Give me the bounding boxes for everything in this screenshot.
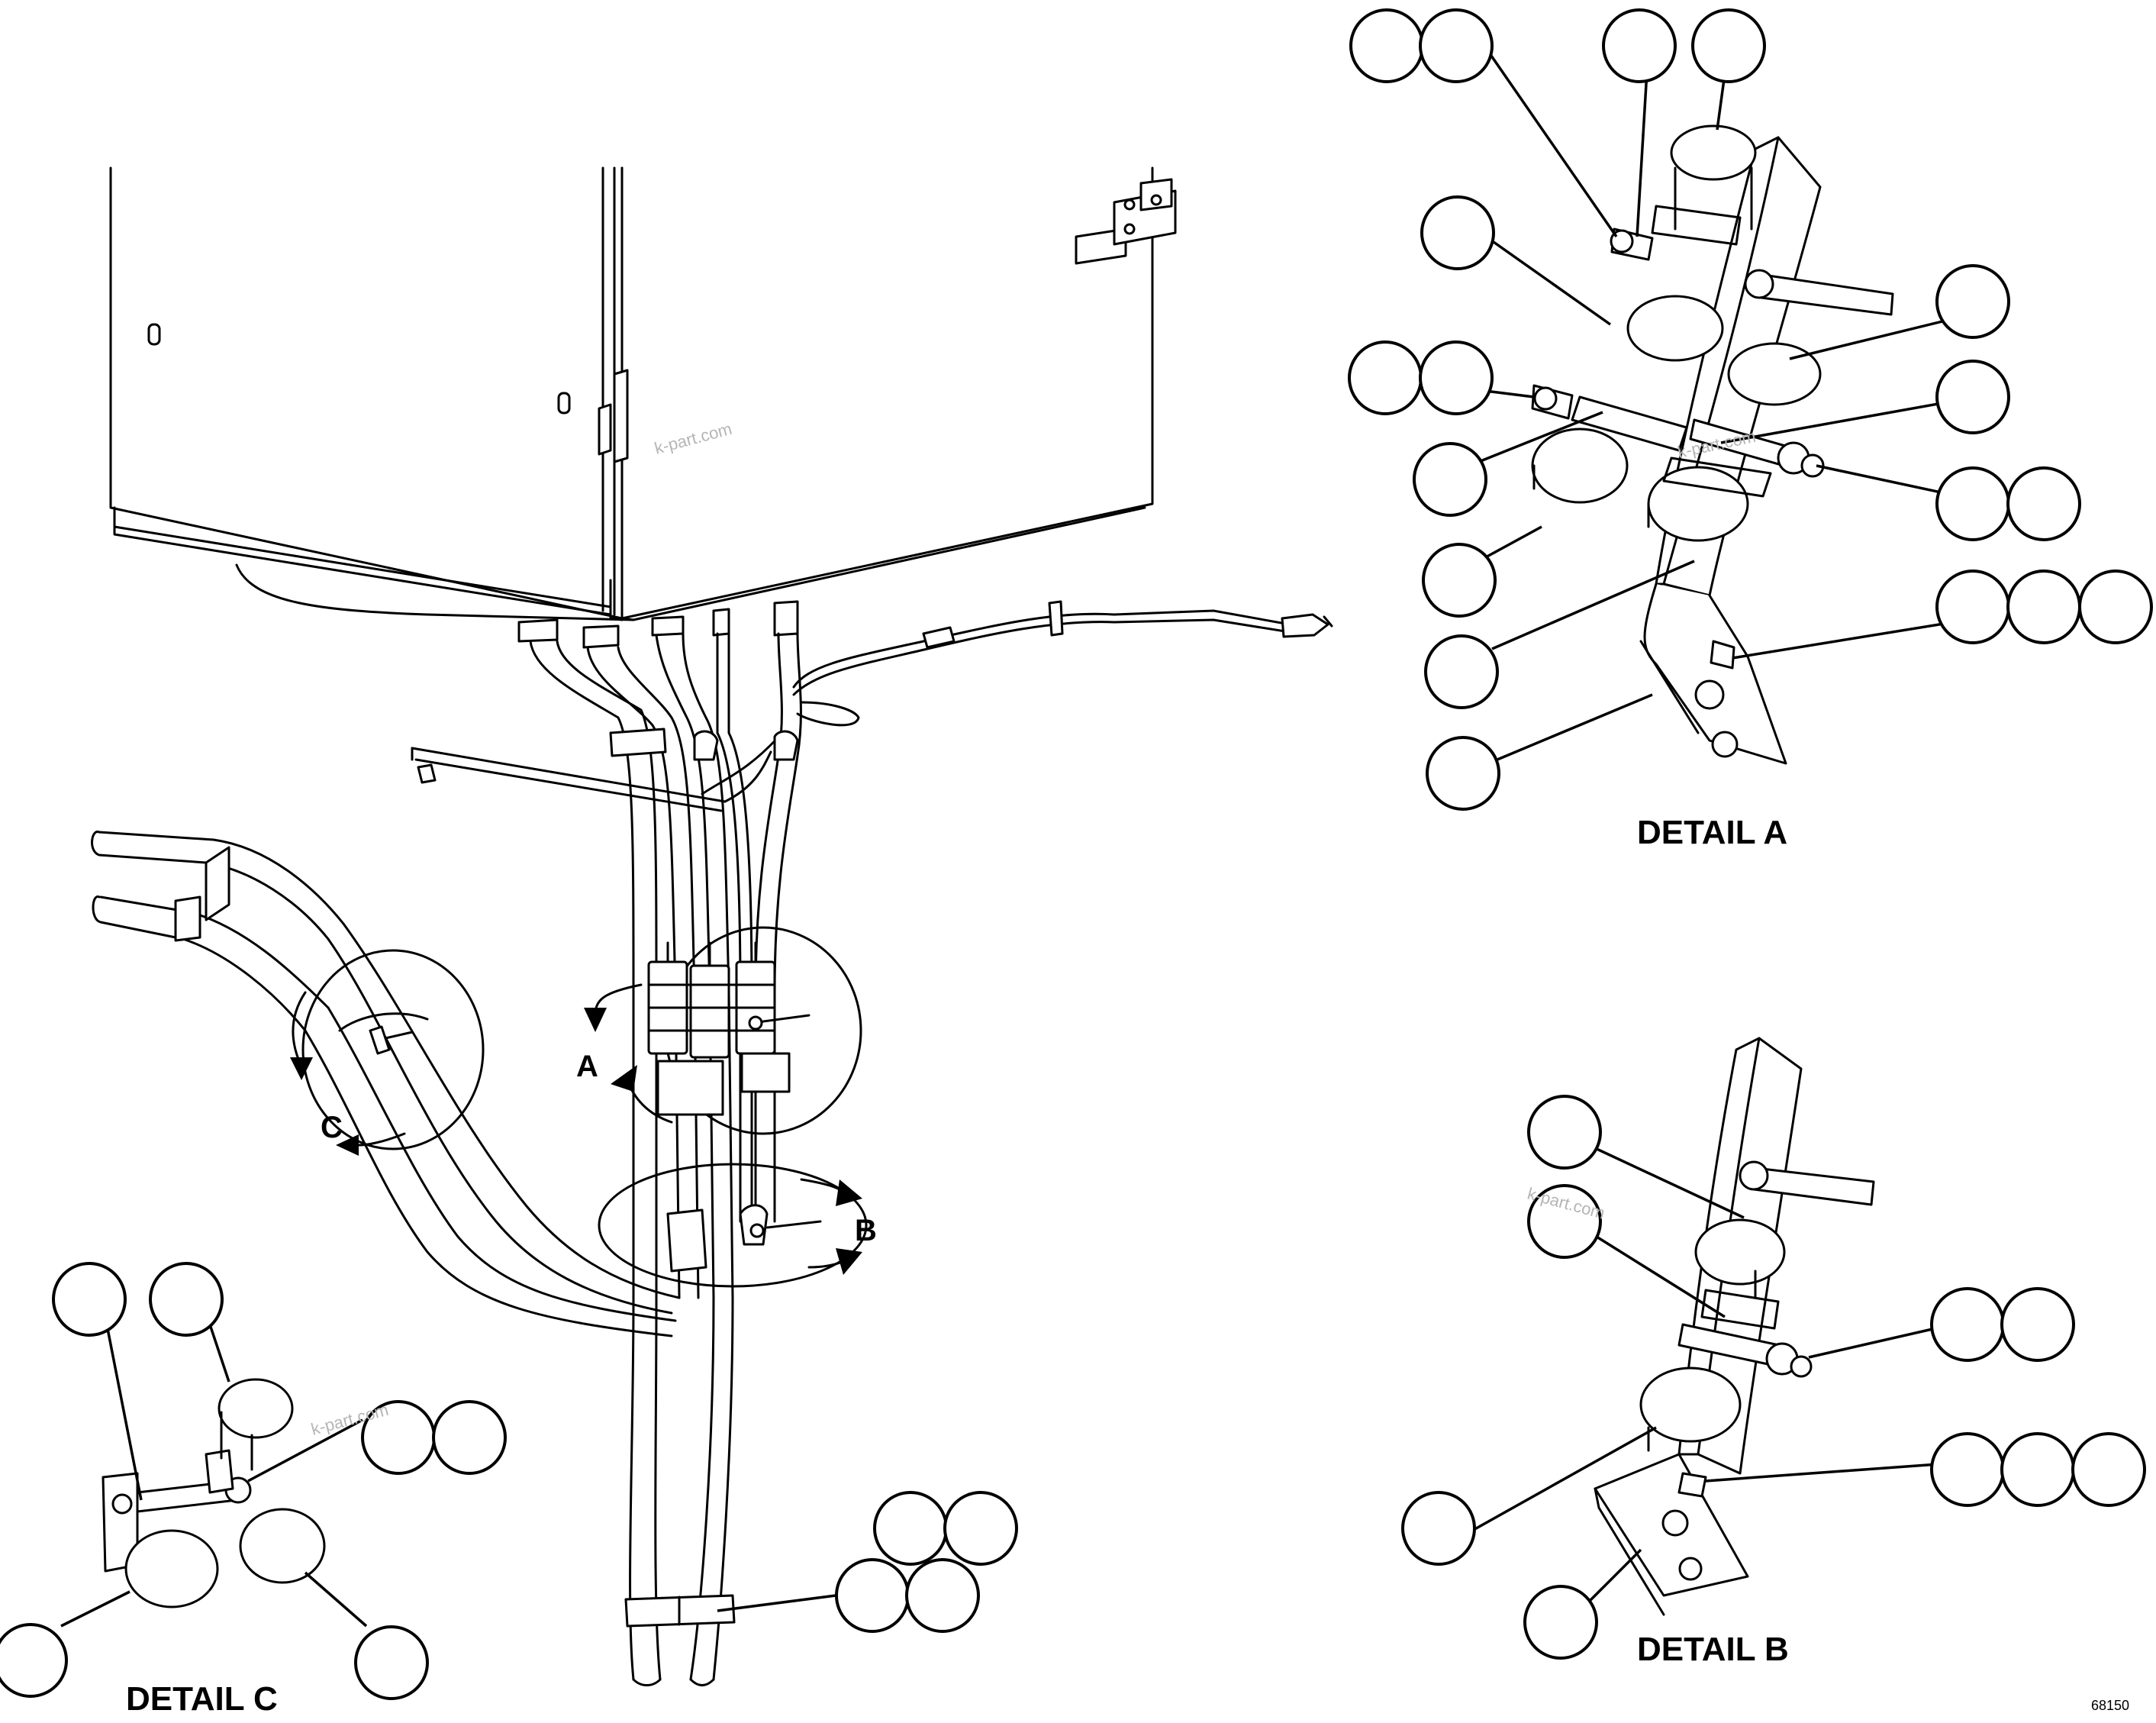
item-balloon — [1930, 1287, 2005, 1362]
item-balloon — [0, 1623, 68, 1698]
arrow-left-icon — [336, 1134, 359, 1156]
view-letter-a: A — [576, 1050, 598, 1083]
item-balloon — [1527, 1095, 1602, 1170]
view-callout-b: B — [598, 1163, 877, 1288]
item-balloon — [1424, 634, 1499, 709]
view-letter-c: C — [321, 1111, 343, 1144]
arrow-right-icon — [836, 1248, 862, 1275]
item-balloon — [1419, 8, 1494, 83]
item-balloon — [905, 1558, 980, 1633]
item-balloon — [2006, 466, 2081, 541]
detail-c-label: DETAIL C — [126, 1680, 278, 1718]
item-balloon — [873, 1491, 948, 1566]
hose-run-left — [91, 831, 681, 1337]
door-latch-icon — [1075, 178, 1177, 265]
arrow-right-icon — [836, 1179, 862, 1206]
item-balloon — [943, 1491, 1018, 1566]
item-balloon — [1401, 1491, 1476, 1566]
item-balloon — [2000, 1287, 2075, 1362]
item-balloon — [2000, 1432, 2075, 1507]
item-balloon — [1935, 466, 2010, 541]
item-balloon — [1422, 543, 1497, 618]
item-balloon — [1348, 340, 1423, 415]
view-callout-a: A — [576, 926, 862, 1135]
ground-strap — [411, 747, 772, 812]
item-balloon — [1602, 8, 1677, 83]
lock-icon — [147, 323, 161, 346]
item-balloon — [1419, 340, 1494, 415]
item-balloon — [52, 1262, 127, 1337]
item-balloon — [354, 1625, 429, 1700]
item-balloon — [1935, 569, 2010, 644]
detail-b-label: DETAIL B — [1637, 1631, 1789, 1668]
item-balloon — [1935, 360, 2010, 434]
item-balloon — [1935, 264, 2010, 339]
item-balloon — [432, 1400, 507, 1475]
sensor-cables — [792, 600, 1333, 727]
hydraulic-hose-bundle — [529, 632, 802, 1686]
item-balloon — [1349, 8, 1424, 83]
item-balloon — [2006, 569, 2081, 644]
item-balloon — [2071, 1432, 2146, 1507]
item-balloon — [1420, 195, 1495, 270]
view-letter-b: B — [855, 1214, 877, 1247]
detail-c-view: DETAIL C — [0, 1262, 507, 1718]
arrow-down-icon — [584, 1008, 607, 1032]
item-balloon — [149, 1262, 224, 1337]
hinge-icon — [598, 403, 612, 456]
item-balloon — [1691, 8, 1766, 83]
figure-number: 68150 — [2091, 1698, 2129, 1713]
main-view-balloons — [717, 1491, 1018, 1633]
lock-icon — [557, 392, 571, 415]
arrow-up-icon — [611, 1065, 637, 1092]
detail-b-view: DETAIL B — [1401, 1037, 2146, 1668]
arrow-down-icon — [290, 1057, 313, 1080]
item-balloon — [1930, 1432, 2005, 1507]
item-balloon — [1523, 1585, 1598, 1660]
item-balloon — [1426, 736, 1500, 811]
electrical-cabinet — [109, 166, 1177, 621]
item-balloon — [2078, 569, 2153, 644]
item-balloon — [835, 1558, 910, 1633]
item-balloon — [1413, 442, 1487, 517]
detail-a-view: DETAIL A — [1348, 8, 2153, 851]
item-balloon — [1527, 1184, 1602, 1259]
view-callout-c: C — [290, 949, 485, 1156]
detail-a-label: DETAIL A — [1637, 814, 1787, 851]
hinge-icon — [613, 369, 629, 463]
